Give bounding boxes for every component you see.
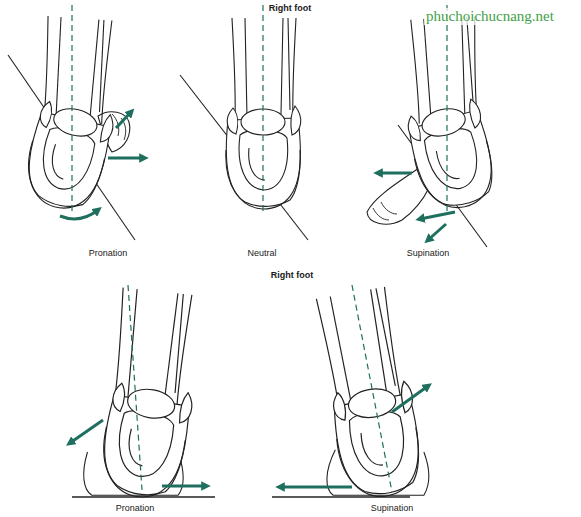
supination-rear-view (272, 285, 429, 502)
view-label: Neutral (245, 248, 278, 259)
watermark: phuchoichucnang.net (424, 8, 556, 25)
pronation-rear-view (70, 285, 215, 503)
view-label: Pronation (87, 248, 130, 259)
figure-heading: Right foot (269, 270, 315, 281)
view-label: Pronation (114, 503, 157, 514)
view-label: Supination (405, 248, 452, 259)
supination-foot (367, 5, 501, 247)
figure-heading: Right foot (267, 3, 313, 14)
view-label: Supination (369, 503, 416, 514)
neutral-foot (180, 5, 308, 240)
pronation-foot (8, 5, 144, 240)
